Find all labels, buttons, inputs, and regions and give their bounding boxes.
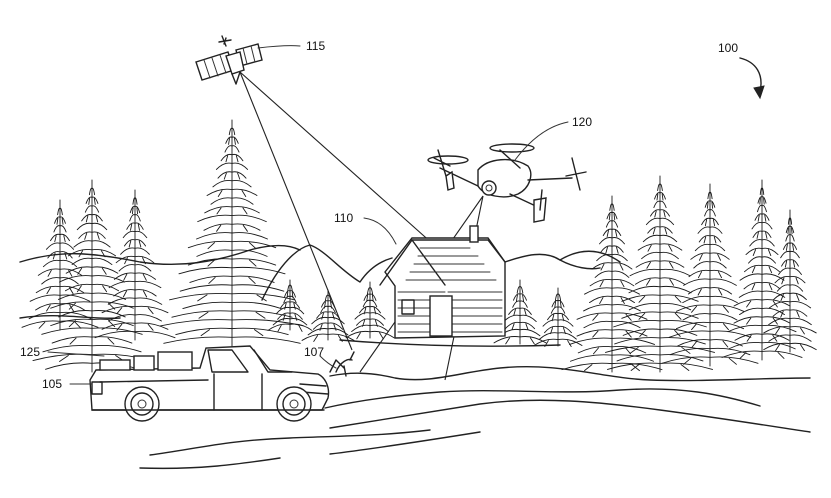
forest	[21, 119, 817, 373]
label-person: 107	[304, 345, 324, 359]
pine-tree-icon	[605, 175, 715, 373]
label-cargo: 125	[20, 345, 40, 359]
pine-tree-icon	[561, 195, 663, 373]
label-satellite: 115	[306, 39, 325, 53]
pine-tree-icon	[345, 281, 395, 340]
leader-lines	[47, 45, 765, 385]
pine-tree-icon	[661, 183, 759, 367]
label-cabin: 110	[334, 211, 353, 225]
label-figure: 100	[718, 41, 738, 55]
pine-tree-icon	[301, 289, 355, 342]
pine-tree-icon	[267, 279, 313, 332]
pine-tree-icon	[94, 189, 176, 341]
satellite-icon	[195, 35, 263, 85]
pine-tree-icon	[721, 179, 803, 361]
label-drone: 120	[572, 115, 592, 129]
pine-tree-icon	[32, 179, 152, 373]
person-figure	[329, 351, 355, 377]
cabin	[379, 225, 506, 339]
pine-tree-icon	[763, 209, 817, 353]
terrain-lines	[19, 315, 811, 470]
label-vehicle: 105	[42, 377, 62, 391]
pine-tree-icon	[21, 199, 99, 331]
pine-tree-icon	[533, 287, 583, 348]
drone-icon	[427, 143, 587, 223]
pine-tree-icon	[159, 119, 305, 347]
mountain-range	[19, 244, 621, 301]
pickup-truck-icon	[89, 345, 330, 422]
pine-tree-icon	[493, 279, 547, 345]
